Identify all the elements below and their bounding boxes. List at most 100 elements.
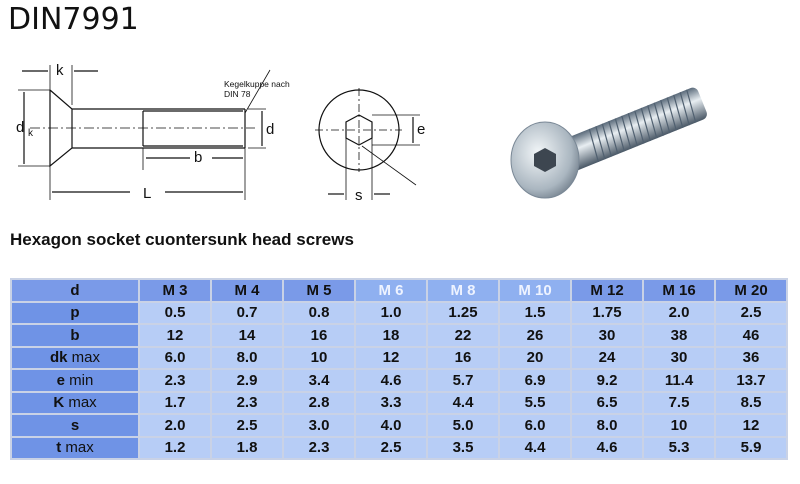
table-cell: 11.4 [642,368,716,393]
table-cell: 20 [498,345,572,370]
table-cell: 5.9 [714,435,788,460]
header-size: M 10 [498,278,572,303]
table-cell: 3.5 [426,435,500,460]
row-unit: max [67,349,101,367]
row-label: t max [10,435,140,460]
table-cell: 4.6 [354,368,428,393]
table-cell: 8.5 [714,390,788,415]
technical-drawing: k d k d b L e s Kegelkuppe nach DIN 78 [16,62,425,204]
row-unit: min [65,371,94,389]
row-name: p [70,304,80,322]
row-name: t [56,439,62,457]
table-cell: 4.4 [498,435,572,460]
row-label: p [10,300,140,325]
table-cell: 30 [570,323,644,348]
table-cell: 1.2 [138,435,212,460]
row-label: b [10,323,140,348]
label-dk-sub: k [28,128,34,139]
table-cell: 2.3 [282,435,356,460]
table-cell: 30 [642,345,716,370]
table-cell: 13.7 [714,368,788,393]
table-cell: 2.0 [642,300,716,325]
table-cell: 12 [354,345,428,370]
table-cell: 6.0 [138,345,212,370]
header-size: M 4 [210,278,284,303]
table-cell: 8.0 [210,345,284,370]
table-cell: 4.0 [354,413,428,438]
table-cell: 1.0 [354,300,428,325]
table-cell: 1.8 [210,435,284,460]
table-cell: 2.3 [210,390,284,415]
table-cell: 18 [354,323,428,348]
label-L: L [143,185,151,202]
table-cell: 2.9 [210,368,284,393]
table-cell: 16 [282,323,356,348]
row-name: K [53,394,65,412]
table-cell: 1.7 [138,390,212,415]
row-name: b [70,326,80,344]
header-size: M 12 [570,278,644,303]
row-unit: max [61,439,94,457]
table-cell: 5.0 [426,413,500,438]
table-cell: 5.3 [642,435,716,460]
row-label: K max [10,390,140,415]
table-cell: 2.5 [354,435,428,460]
row-label: e min [10,368,140,393]
table-cell: 3.3 [354,390,428,415]
label-dk: d [16,119,24,136]
screw-photo [510,87,707,199]
table-cell: 0.5 [138,300,212,325]
label-d: d [266,121,274,138]
table-cell: 4.4 [426,390,500,415]
table-cell: 16 [426,345,500,370]
table-cell: 6.9 [498,368,572,393]
table-cell: 10 [642,413,716,438]
table-cell: 3.0 [282,413,356,438]
row-name: s [70,416,80,434]
row-unit: max [64,394,97,412]
table-cell: 24 [570,345,644,370]
label-k: k [56,62,64,79]
table-cell: 12 [138,323,212,348]
table-cell: 6.5 [570,390,644,415]
table-cell: 0.7 [210,300,284,325]
header-size: M 8 [426,278,500,303]
table-cell: 0.8 [282,300,356,325]
table-cell: 4.6 [570,435,644,460]
table-cell: 22 [426,323,500,348]
table-cell: 6.0 [498,413,572,438]
table-cell: 1.75 [570,300,644,325]
table-cell: 1.5 [498,300,572,325]
table-cell: 5.5 [498,390,572,415]
label-s: s [355,187,363,204]
table-cell: 46 [714,323,788,348]
table-cell: 12 [714,413,788,438]
row-name: e [56,371,65,389]
table-cell: 14 [210,323,284,348]
row-label: dk max [10,345,140,370]
header-label: d [10,278,140,303]
row-name: dk [49,349,68,367]
table-cell: 7.5 [642,390,716,415]
note-line-2: DIN 78 [224,89,251,99]
table-cell: 5.7 [426,368,500,393]
header-size: M 16 [642,278,716,303]
table-cell: 2.5 [210,413,284,438]
table-cell: 26 [498,323,572,348]
label-e: e [417,121,425,138]
table-cell: 2.8 [282,390,356,415]
label-b: b [194,149,202,166]
note-line-1: Kegelkuppe nach [224,79,290,89]
page-title: DIN7991 [8,2,139,37]
header-size: M 3 [138,278,212,303]
table-cell: 2.0 [138,413,212,438]
